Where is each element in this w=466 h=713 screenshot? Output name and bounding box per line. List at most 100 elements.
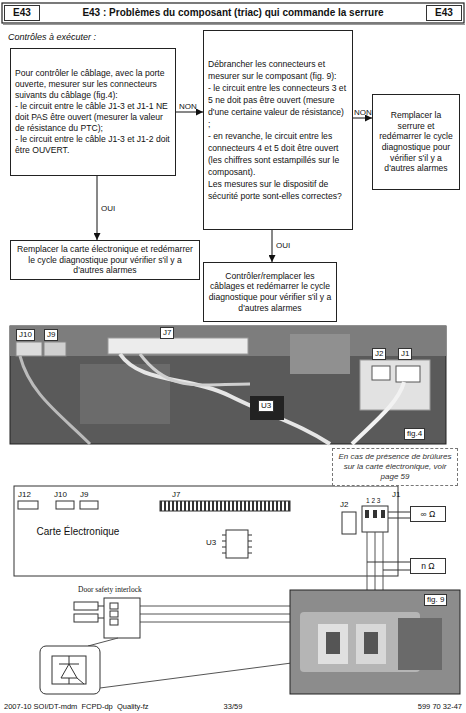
component-label: U3	[258, 400, 274, 412]
pin-numbers: 1 2 3	[366, 497, 380, 505]
circuit-board	[14, 486, 398, 576]
door-interlock-connector	[110, 603, 118, 609]
flow-arrow	[272, 230, 273, 262]
page-number: 33/59	[213, 702, 253, 712]
section-heading: Contrôles à exécuter :	[8, 32, 96, 43]
header-code: E43	[4, 5, 40, 21]
photo-fig4	[140, 354, 250, 385]
component-label: U3	[206, 538, 216, 548]
photo-fig4	[16, 342, 42, 356]
door-interlock-connector	[98, 606, 104, 618]
header-frame	[3, 24, 465, 25]
photo-fig9	[290, 590, 460, 694]
photo-fig9	[290, 590, 460, 694]
photo-fig4	[120, 354, 330, 444]
door-interlock-connector	[74, 598, 140, 638]
circuit-board	[160, 501, 290, 511]
door-interlock-connector	[74, 614, 98, 622]
action-box: Contrôler/remplacer les câblages et redé…	[203, 262, 337, 322]
photo-fig4	[80, 364, 170, 424]
photo-fig4	[20, 356, 90, 444]
triac-symbol	[59, 656, 84, 684]
connector-label: J1	[398, 348, 412, 360]
triac-symbol	[40, 646, 100, 694]
door-interlock-connector	[104, 598, 140, 638]
page-title: E43 : Problèmes du composant (triac) qui…	[44, 5, 422, 21]
photo-fig4	[108, 338, 248, 354]
connector-label: J9	[44, 329, 58, 341]
header-frame	[2, 3, 465, 25]
flow-arrow	[176, 112, 203, 113]
figure-label: fig. 9	[424, 594, 447, 606]
circuit-board	[56, 501, 74, 509]
edge-label: NON	[179, 102, 197, 112]
photo-fig4	[250, 396, 284, 420]
circuit-board	[342, 512, 356, 534]
connector-label: J2	[340, 500, 348, 510]
box-text: Remplacer la carte électronique et redém…	[15, 244, 195, 276]
board-label: Carte Électronique	[36, 526, 120, 538]
edge-label: OUI	[276, 241, 290, 251]
circuit-board	[18, 501, 38, 509]
component-label: Door safety interlock	[78, 585, 142, 595]
connector-label: J10	[16, 329, 35, 341]
process-box: Pour contrôler le câblage, avec la porte…	[10, 48, 176, 176]
triac-symbol	[61, 664, 77, 678]
photo-fig4	[352, 382, 404, 444]
photo-fig4	[44, 342, 66, 356]
circuit-board	[381, 510, 385, 518]
photo-fig4	[396, 366, 420, 382]
footer-text: 2007-10 SOI/DT-mdm FCPD-dp Quality-fz	[4, 702, 149, 712]
box-text: - le circuit entre le câble J1-3 et J1-2…	[15, 134, 171, 156]
photo-fig4	[290, 334, 350, 374]
connector-label: J1	[392, 490, 400, 500]
decision-box: Débrancher les connecteurs et mesurer su…	[203, 30, 353, 230]
box-text: En cas de présence de brûlures sur la ca…	[337, 452, 453, 482]
box-text: Remplacer la serrure et redémarrer le cy…	[377, 110, 455, 174]
connector-label: J7	[172, 490, 180, 500]
resistance-value: ∞ Ω	[410, 506, 446, 522]
header-code: E43	[426, 5, 462, 21]
document-number: 599 70 32-47	[394, 702, 462, 712]
resistance-value: n Ω	[410, 558, 446, 574]
circuit-board	[226, 530, 248, 558]
box-text: Contrôler/remplacer les câblages et redé…	[208, 271, 332, 313]
photo-fig4	[10, 326, 446, 444]
photo-fig4	[10, 326, 446, 444]
door-interlock-connector	[74, 602, 98, 610]
box-text: Les mesures sur le dispositif de sécurit…	[208, 178, 348, 202]
note-box: En cas de présence de brûlures sur la ca…	[332, 448, 458, 486]
triac-symbol	[88, 638, 118, 646]
flow-arrow	[97, 176, 98, 240]
circuit-board	[373, 510, 377, 518]
connector-label: J9	[80, 490, 88, 500]
connector-label: J12	[18, 490, 31, 500]
triac-symbol	[40, 638, 118, 694]
wire	[388, 512, 410, 518]
circuit-board	[365, 510, 369, 518]
edge-label: NON	[354, 108, 372, 118]
photo-fig9	[398, 618, 442, 670]
action-box: Remplacer la carte électronique et redém…	[10, 240, 200, 280]
photo-fig9	[326, 632, 378, 654]
triac-symbol	[52, 656, 86, 684]
connector-label: J2	[372, 348, 386, 360]
circuit-board	[222, 535, 252, 553]
connector-label: J10	[54, 490, 67, 500]
photo-fig4	[372, 366, 390, 380]
action-box: Remplacer la serrure et redémarrer le cy…	[372, 94, 460, 190]
connector-label: J7	[160, 327, 174, 339]
box-text: Débrancher les connecteurs et mesurer su…	[208, 58, 348, 82]
door-interlock-connector	[110, 619, 118, 625]
header-frame	[2, 3, 464, 23]
box-text: - le circuit entre les connecteurs 3 et …	[208, 82, 348, 130]
door-interlock-connector	[110, 611, 118, 617]
wire	[367, 562, 410, 570]
circuit-board	[80, 501, 98, 509]
edge-label: OUI	[101, 204, 115, 214]
flow-arrow	[353, 118, 372, 119]
circuit-board	[14, 486, 398, 576]
box-text: Pour contrôler le câblage, avec la porte…	[15, 68, 171, 101]
figure-label: fig.4	[404, 428, 425, 440]
box-text: - le circuit entre le câble J1-3 et J1-1…	[15, 101, 171, 134]
